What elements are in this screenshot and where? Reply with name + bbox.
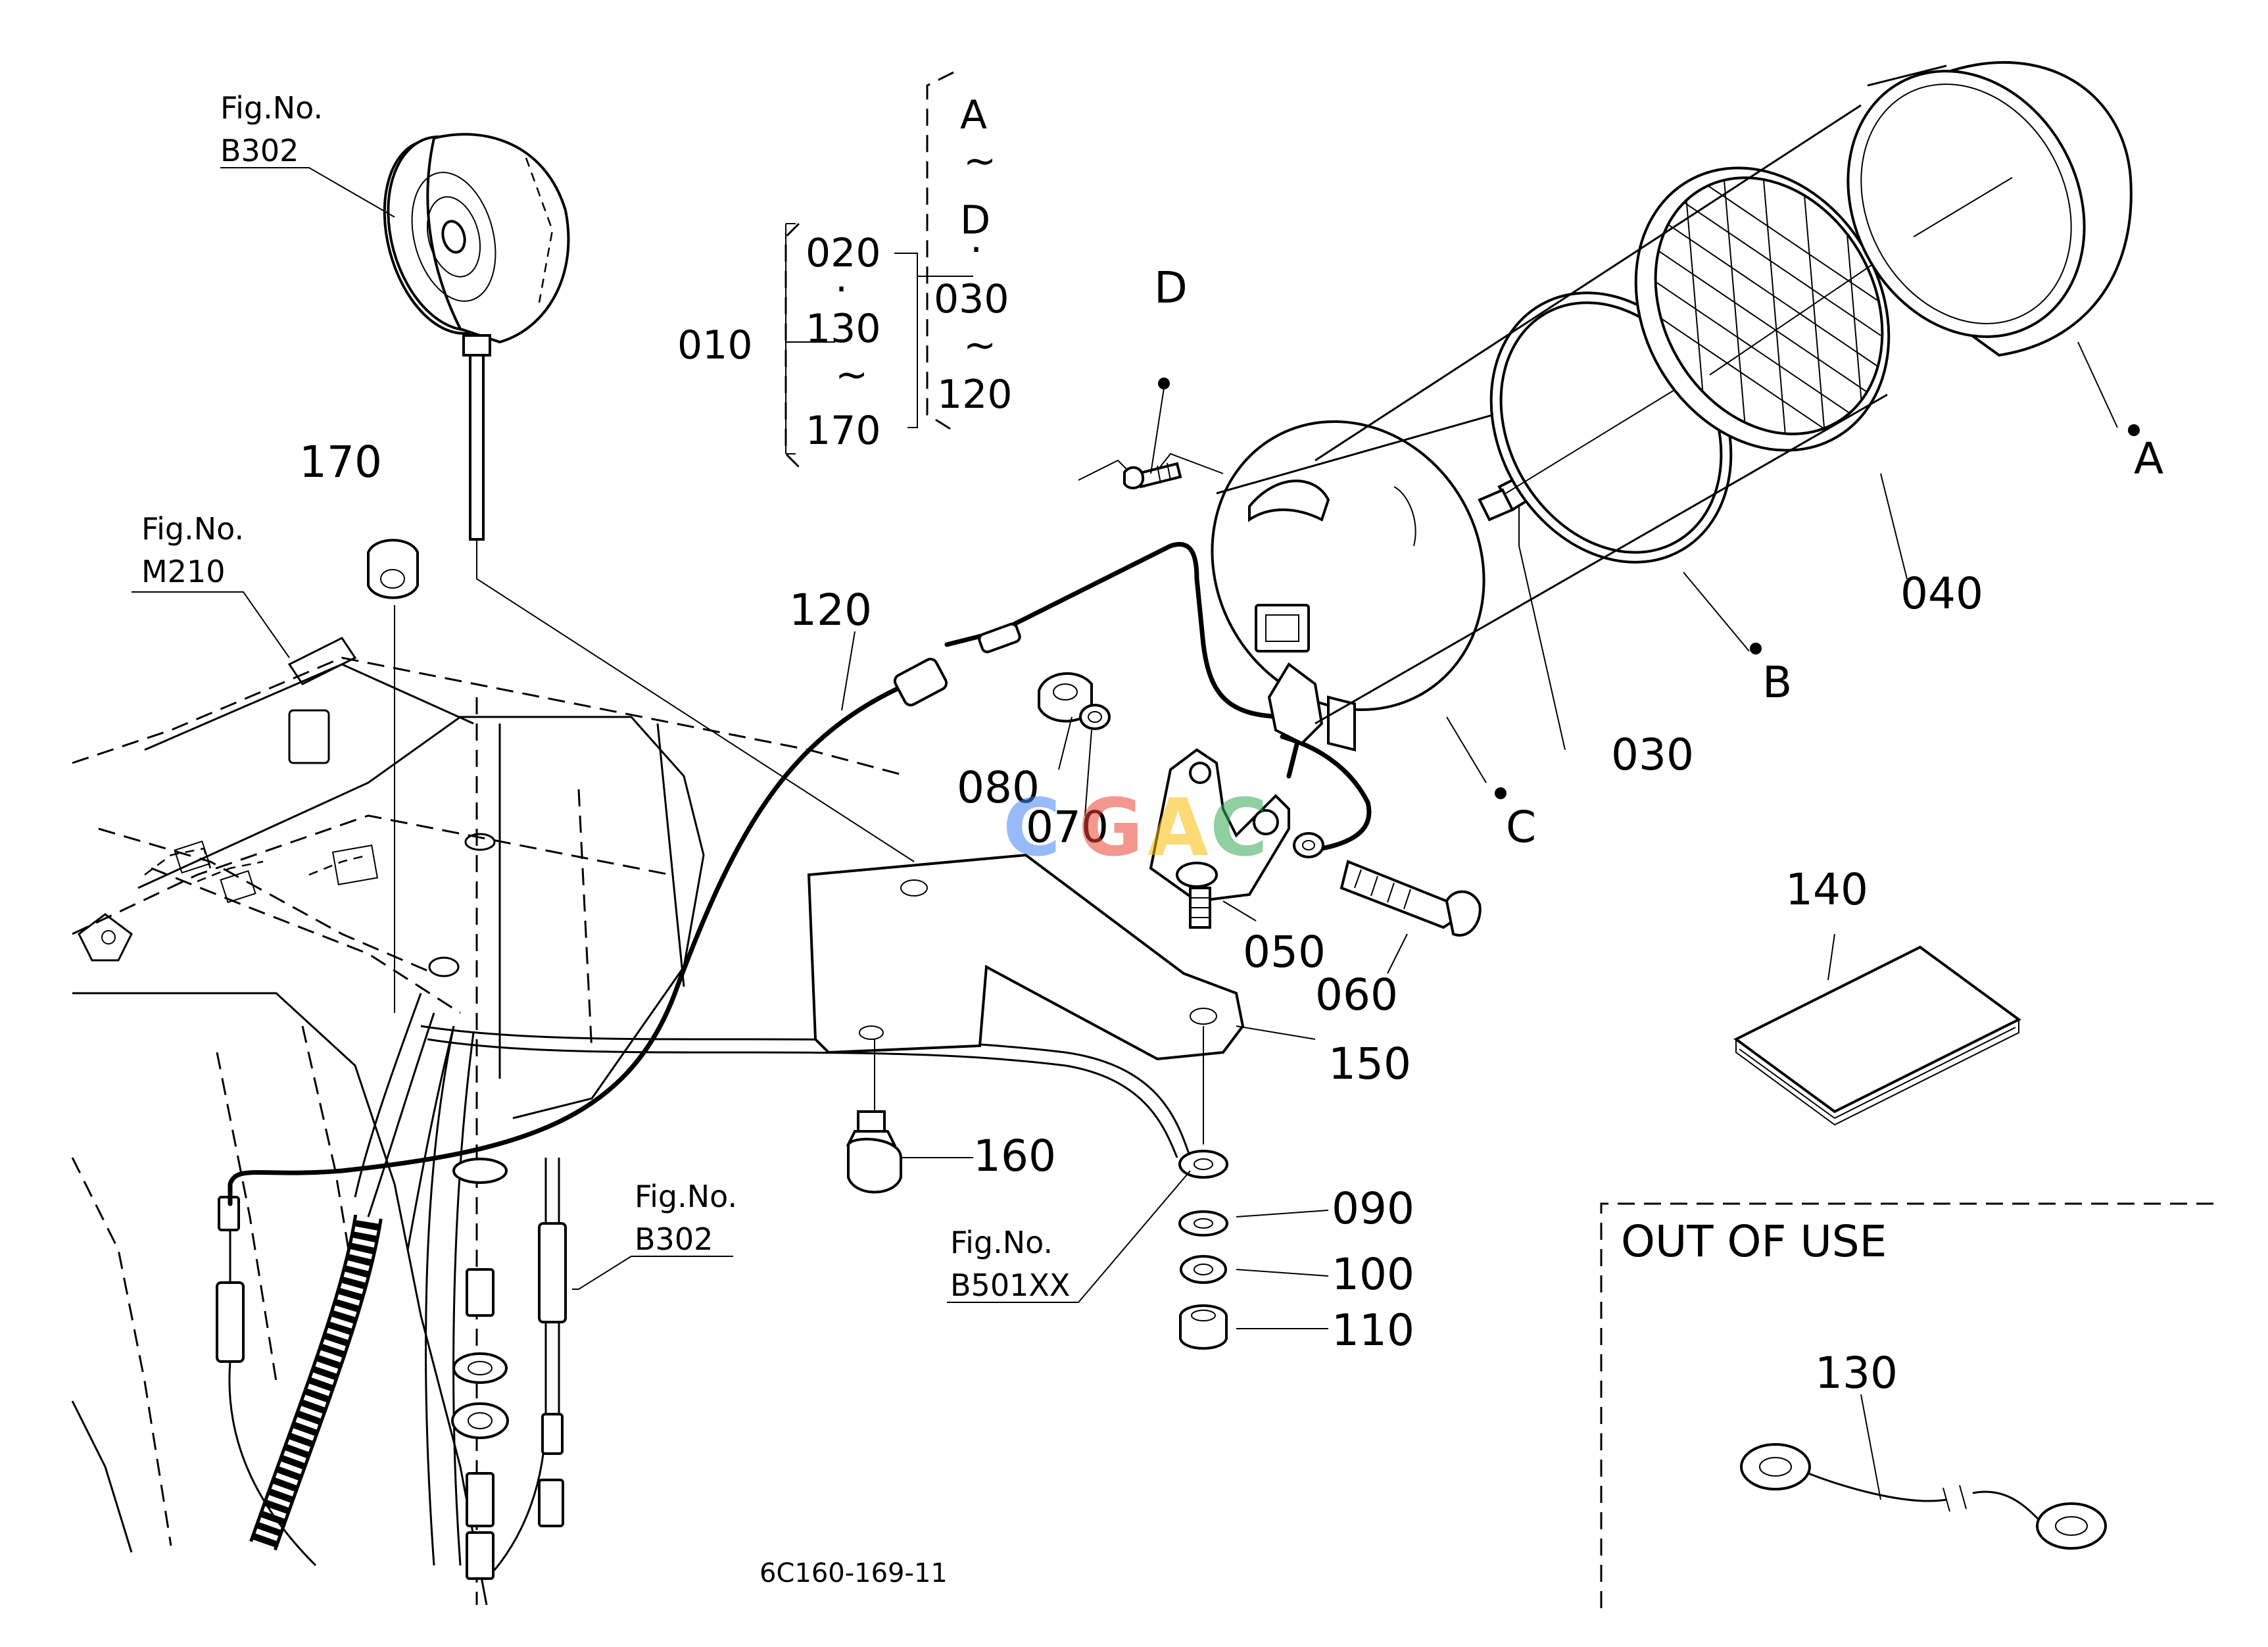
washer-090	[1178, 1150, 1228, 1179]
right-list-4: 030	[934, 276, 1009, 322]
callout-160: 160	[973, 1131, 1056, 1181]
drawing-code: 6C160-169-11	[760, 1558, 948, 1588]
right-bracket	[926, 71, 954, 432]
bolt-060	[1293, 832, 1482, 937]
headlight-harness-120	[228, 542, 1372, 1206]
callout-060: 060	[1315, 970, 1398, 1020]
bottom-connectors	[216, 1158, 567, 1580]
fig-ref-b501xx-line2: B501XX	[950, 1267, 1070, 1303]
watermark-letter-4: C	[1210, 783, 1268, 874]
bezel-rim-A	[1315, 61, 2133, 725]
plug-160	[846, 1110, 973, 1194]
right-list-1: ~	[963, 138, 996, 184]
fig-ref-b302-top-line1: Fig.No.	[220, 90, 323, 126]
washer-090b	[1178, 1210, 1228, 1237]
grommet-170	[367, 539, 419, 1013]
left-list-4: 170	[806, 408, 881, 454]
assembly-number: 010	[677, 322, 753, 368]
callout-C: C	[1506, 802, 1536, 852]
callout-170: 170	[299, 437, 382, 487]
callout-050: 050	[1243, 927, 1326, 977]
callout-150: 150	[1328, 1039, 1411, 1089]
lamp-housing-C	[1078, 367, 1658, 752]
screw-D	[1123, 462, 1182, 489]
harness-connectors	[78, 637, 379, 962]
mount-bracket-050	[1149, 748, 1290, 929]
lockwasher-100	[1180, 1255, 1227, 1284]
out-of-use-title: OUT OF USE	[1621, 1216, 1887, 1267]
washer-070	[1079, 704, 1111, 730]
left-bracket	[784, 222, 800, 468]
right-list-3: ·	[970, 227, 982, 273]
nut-110	[1179, 1304, 1228, 1350]
callout-030: 030	[1611, 729, 1694, 780]
callout-110: 110	[1332, 1305, 1414, 1356]
fig-ref-b302-top-line2: B302	[220, 133, 299, 168]
fig-ref-m210-line1: Fig.No.	[141, 511, 244, 547]
callout-D: D	[1154, 262, 1188, 313]
watermark-letter-3: A	[1147, 783, 1209, 874]
callout-B: B	[1762, 657, 1792, 708]
left-list-1: ·	[835, 266, 848, 312]
ground-cable-130	[1740, 1443, 2107, 1550]
fig-ref-m210-line2: M210	[141, 554, 226, 589]
callout-040: 040	[1900, 568, 1983, 619]
work-light-b302	[383, 133, 915, 862]
callout-140: 140	[1785, 864, 1868, 915]
callout-A: A	[2134, 433, 2163, 484]
out-of-use-frame	[1600, 1202, 2223, 1608]
left-list-3: ~	[835, 352, 868, 398]
watermark-letter-2: G	[1078, 783, 1144, 874]
right-list-0: A	[960, 92, 987, 138]
watermark-letter-1: C	[1003, 783, 1061, 874]
right-list-5: ~	[963, 322, 996, 368]
fig-ref-b501xx-line1: Fig.No.	[950, 1225, 1053, 1260]
right-list-2: D	[960, 197, 990, 243]
callout-090: 090	[1332, 1183, 1414, 1234]
sealed-beam-040	[1634, 151, 1894, 474]
left-list-0: 020	[806, 230, 881, 276]
manual-140	[1733, 945, 2021, 1126]
tractor-body-outline	[71, 656, 908, 1606]
callout-070: 070	[1026, 802, 1109, 852]
left-list-2: 130	[806, 306, 881, 352]
bracket-plate-150	[807, 853, 1245, 1144]
watermark-logo: C G A C	[1003, 783, 1268, 874]
corrugated-harness	[249, 993, 455, 1551]
callout-100: 100	[1332, 1249, 1414, 1300]
leader-lines	[132, 167, 2140, 1500]
callout-130: 130	[1815, 1348, 1898, 1398]
fig-ref-b302-bottom-line2: B302	[635, 1221, 713, 1257]
callout-120: 120	[789, 585, 872, 635]
fig-ref-b302-bottom-line1: Fig.No.	[635, 1179, 737, 1214]
right-list-6: 120	[937, 372, 1013, 418]
callout-080: 080	[957, 762, 1040, 813]
